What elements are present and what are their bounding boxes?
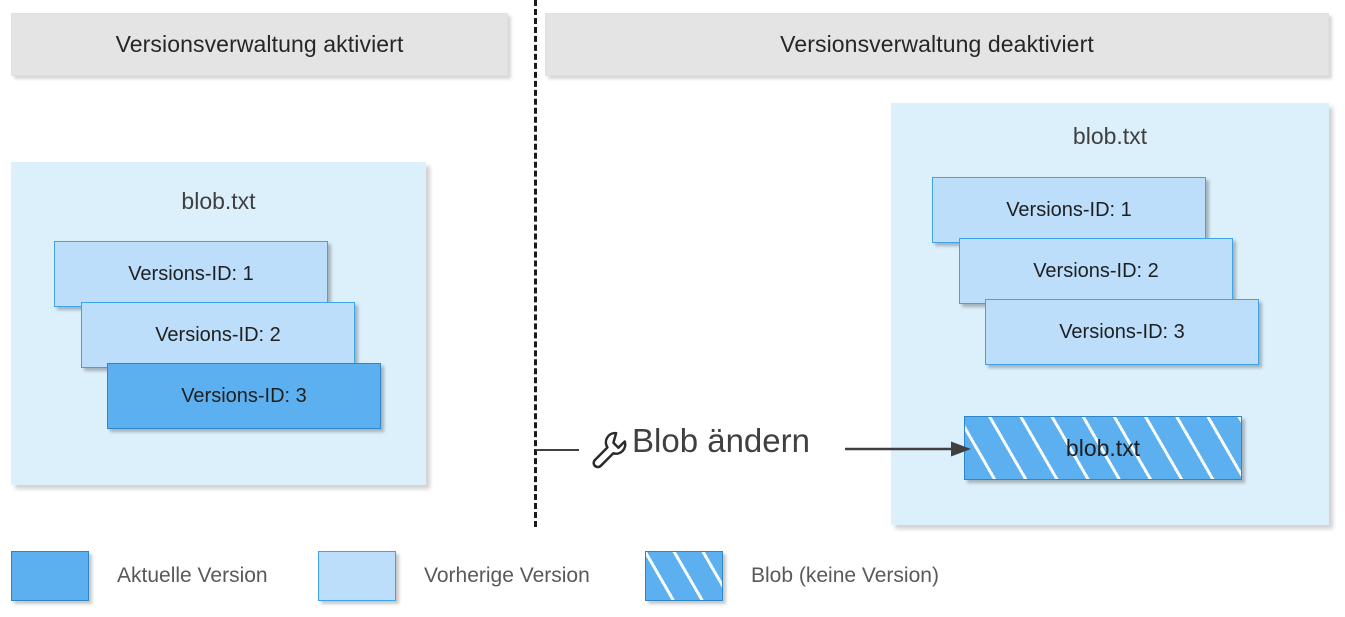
panel-versioning-disabled: blob.txt Versions-ID: 1 Versions-ID: 2 V… [891, 103, 1329, 525]
header-versioning-enabled: Versionsverwaltung aktiviert [11, 13, 508, 76]
version-card-right-1-label: Versions-ID: 1 [1006, 198, 1132, 221]
legend-label-previous-version: Vorherige Version [424, 563, 590, 587]
version-card-right-1: Versions-ID: 1 [932, 177, 1206, 243]
legend: Aktuelle Version Vorherige Version Blob … [0, 534, 1345, 617]
legend-label-unversioned-blob: Blob (keine Version) [751, 563, 939, 587]
version-card-right-3-label: Versions-ID: 3 [1059, 320, 1185, 343]
panel-versioning-enabled: blob.txt Versions-ID: 1 Versions-ID: 2 V… [11, 162, 426, 485]
vertical-dashed-divider [534, 0, 537, 527]
arrow-right-icon [845, 436, 973, 462]
panel-right-title: blob.txt [1072, 123, 1148, 149]
header-versioning-disabled: Versionsverwaltung deaktiviert [545, 13, 1329, 76]
unversioned-blob-label: blob.txt [1065, 434, 1141, 461]
header-versioning-enabled-label: Versionsverwaltung aktiviert [115, 31, 404, 57]
legend-swatch-current-version [11, 550, 89, 601]
version-card-left-1-label: Versions-ID: 1 [128, 262, 254, 285]
legend-item-current-version: Aktuelle Version [11, 534, 268, 617]
legend-swatch-unversioned-blob [645, 550, 723, 601]
panel-left-title: blob.txt [181, 188, 256, 214]
header-versioning-disabled-label: Versionsverwaltung deaktiviert [780, 31, 1094, 57]
version-card-right-2-label: Versions-ID: 2 [1033, 259, 1159, 282]
action-leader-line [536, 449, 579, 451]
change-blob-label: Blob ändern [632, 422, 810, 459]
legend-item-unversioned-blob: Blob (keine Version) [645, 534, 939, 617]
version-card-left-1: Versions-ID: 1 [54, 241, 328, 307]
change-blob-action-group: Blob ändern [534, 422, 974, 476]
version-card-left-3-current: Versions-ID: 3 [107, 363, 381, 429]
version-card-right-2: Versions-ID: 2 [959, 238, 1233, 304]
legend-swatch-previous-version [318, 550, 396, 601]
version-card-left-3-label: Versions-ID: 3 [181, 384, 307, 407]
legend-item-previous-version: Vorherige Version [318, 534, 590, 617]
version-card-left-2: Versions-ID: 2 [81, 302, 355, 368]
version-card-left-2-label: Versions-ID: 2 [155, 323, 281, 346]
unversioned-blob-card: blob.txt [964, 416, 1242, 480]
legend-label-current-version: Aktuelle Version [117, 563, 268, 587]
wrench-icon [584, 426, 630, 474]
version-card-right-3: Versions-ID: 3 [985, 299, 1259, 365]
